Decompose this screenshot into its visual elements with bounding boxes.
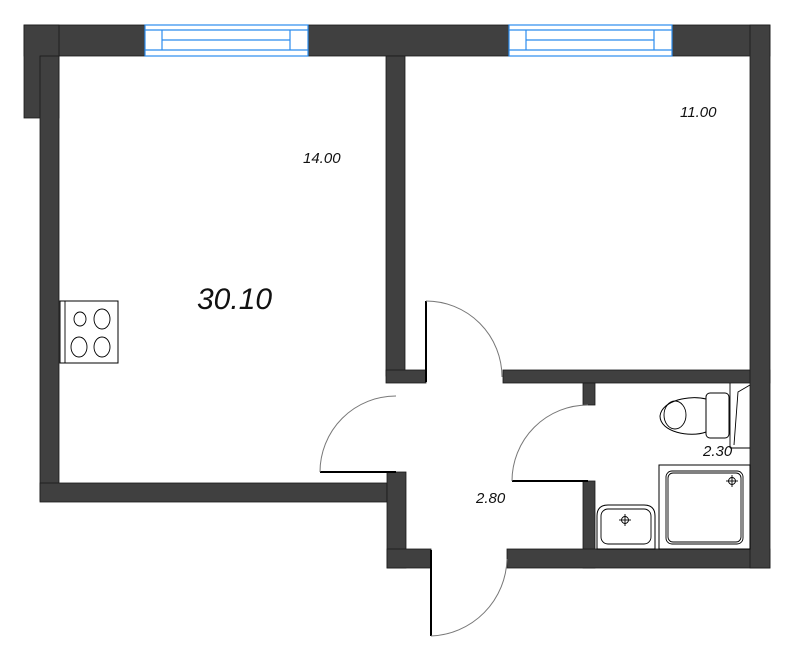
area-label-kitchen: 14.00 [303, 150, 341, 167]
wall-left [39, 55, 60, 502]
stove-icon [59, 300, 119, 364]
door-kitchen [319, 395, 397, 473]
window-bedroom [508, 24, 673, 57]
door-entrance [430, 550, 508, 637]
door-bedroom [425, 300, 503, 382]
wall-hallway-bottom-left [386, 548, 432, 569]
toilet-icon [659, 383, 751, 449]
wall-stub-bedroom-door [385, 369, 427, 384]
area-label-bathroom: 2.30 [703, 443, 733, 460]
window-kitchen [144, 24, 309, 57]
shower-tray-icon [658, 464, 751, 550]
wall-interior-vertical [385, 55, 406, 377]
total-area-label: 30.10 [197, 283, 273, 316]
sink-icon [596, 504, 656, 550]
area-label-hallway: 2.80 [476, 490, 506, 507]
wall-bath-partition-upper [582, 382, 596, 406]
wall-bottom-right [506, 548, 771, 569]
door-bathroom [511, 404, 589, 482]
wall-top-middle [307, 24, 510, 57]
wall-bedroom-bottom [502, 369, 771, 384]
walls [23, 24, 771, 569]
wall-right [749, 24, 771, 569]
wall-bottom-kitchen [39, 482, 388, 503]
area-label-bedroom: 11.00 [680, 104, 717, 121]
